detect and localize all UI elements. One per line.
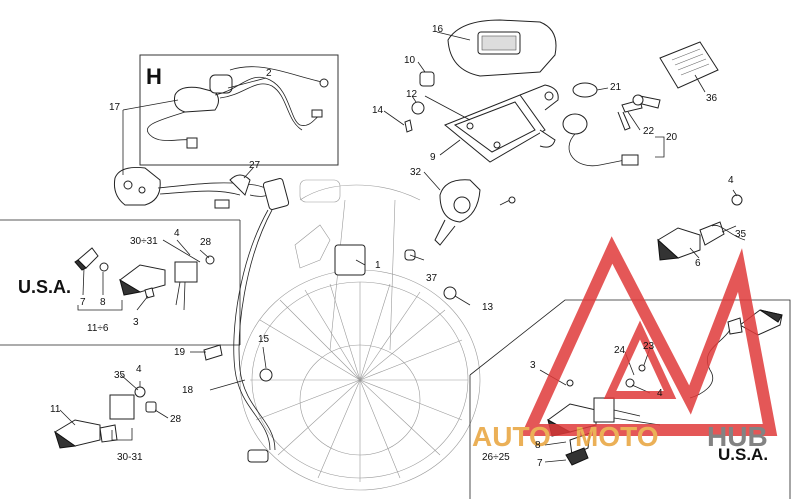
callout-11: 11 (50, 404, 61, 415)
callout-36: 36 (706, 93, 718, 104)
grommet-part-15 (259, 368, 273, 382)
screw-part-14 (404, 119, 413, 133)
callout-8-right: 8 (535, 440, 541, 451)
relay-part-1 (334, 244, 366, 276)
callout-10: 10 (404, 55, 416, 66)
callout-9: 9 (430, 152, 436, 163)
callout-30-31-rear: 30-31 (117, 452, 143, 463)
callout-4-usa-right: 4 (657, 388, 663, 399)
left-switch-cluster-part-17 (114, 167, 271, 209)
callout-7-right: 7 (537, 458, 543, 469)
callout-19: 19 (174, 347, 186, 358)
usa-right-box-border (469, 299, 791, 499)
bush-part-12 (411, 101, 425, 115)
callout-3-left: 3 (133, 317, 139, 328)
callout-28-rear: 28 (170, 414, 182, 425)
instrument-cluster-part-16 (447, 19, 557, 77)
turn-signal-front-left-usa (74, 247, 215, 311)
switch-assembly-part-2 (147, 66, 329, 149)
watermark-hub: HUB (707, 421, 768, 452)
watermark-auto: AUTO (472, 421, 551, 452)
callout-6: 6 (695, 258, 701, 269)
usa-left-label: U.S.A. (18, 277, 71, 297)
watermark-inner-triangle (603, 320, 677, 399)
horn-part-32 (434, 179, 516, 246)
rubber-grommet-part-10 (419, 71, 435, 87)
callout-37: 37 (426, 273, 438, 284)
leader-lines (59, 31, 738, 463)
callout-30-31-left: 30÷31 (130, 236, 158, 247)
relay-bracket (294, 224, 331, 269)
keys-part-22 (617, 94, 661, 131)
callout-7-left: 7 (80, 297, 86, 308)
callout-15: 15 (258, 334, 270, 345)
callout-14: 14 (372, 105, 384, 116)
callout-2: 2 (266, 68, 272, 79)
callout-32: 32 (410, 167, 422, 178)
callout-16: 16 (432, 24, 444, 35)
callout-11-6: 11÷6 (87, 323, 109, 334)
bracket-30-31 (111, 428, 133, 441)
callout-24: 24 (614, 345, 626, 356)
callout-35-rear: 35 (114, 370, 126, 381)
clamp-part-27 (229, 174, 251, 196)
callout-21: 21 (610, 82, 622, 93)
turn-signal-part-6 (657, 194, 746, 261)
callout-13: 13 (482, 302, 494, 313)
callout-4-left: 4 (174, 228, 180, 239)
front-wheel (239, 179, 481, 491)
callout-23: 23 (643, 341, 655, 352)
clip-part-13 (443, 286, 457, 300)
callout-4-right: 4 (728, 175, 734, 186)
watermark-logo: AUTO MOTO HUB (472, 236, 778, 452)
callout-26-25: 26÷25 (482, 452, 510, 463)
callout-22: 22 (643, 126, 655, 137)
bracket-11-6 (77, 300, 123, 311)
clip-part-19 (203, 344, 223, 361)
callout-4-rear: 4 (136, 364, 142, 375)
dashboard-bracket-part-9 (444, 84, 559, 163)
handlebar-switch-inset-box (139, 54, 339, 166)
usa-right-label: U.S.A. (718, 445, 768, 464)
callout-35-right: 35 (735, 229, 747, 240)
watermark-triangle-mark (520, 236, 778, 436)
callout-8-left: 8 (100, 297, 106, 308)
callout-3-right: 3 (530, 360, 536, 371)
turn-signal-part-11 (54, 386, 157, 449)
inset-label-h: H (146, 64, 162, 89)
callout-18: 18 (182, 385, 194, 396)
watermark-moto: MOTO (575, 421, 658, 452)
speedometer-cable-part-18 (233, 178, 290, 463)
callout-17: 17 (109, 102, 121, 113)
callout-20: 20 (666, 132, 678, 143)
callout-12: 12 (406, 89, 418, 100)
callout-28-left: 28 (200, 237, 212, 248)
callout-labels: 1 2 3 3 4 4 4 4 6 7 7 8 8 9 10 11 11÷6 1… (50, 24, 747, 469)
callout-27: 27 (249, 160, 261, 171)
owners-manual-part-36 (659, 41, 719, 89)
callout-1: 1 (375, 260, 381, 271)
